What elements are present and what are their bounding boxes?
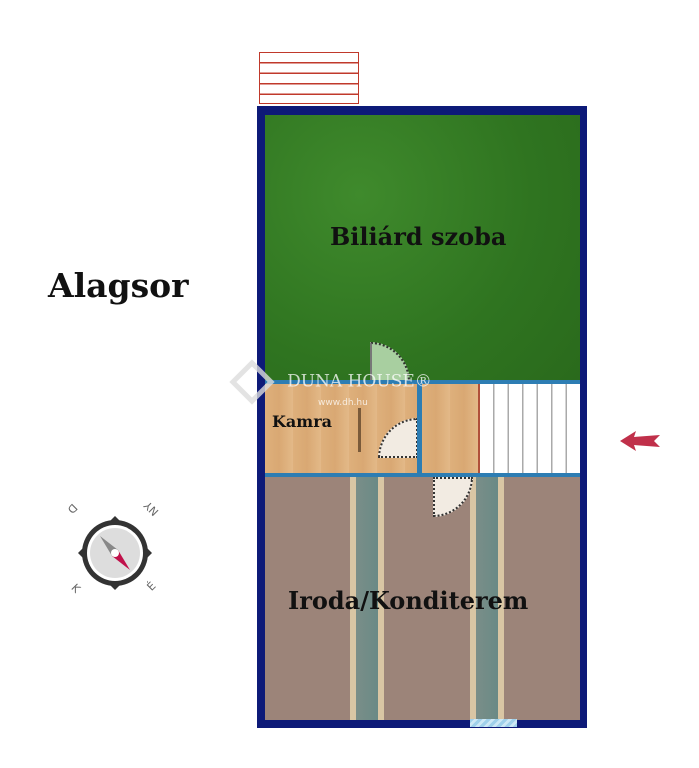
- wall-divider: [265, 473, 580, 477]
- floor-title: Alagsor: [48, 266, 189, 305]
- entrance-arrow-icon: [620, 431, 660, 451]
- floor-strip: [470, 477, 504, 720]
- wall-divider: [417, 384, 422, 473]
- office-room: [265, 477, 580, 720]
- wall-divider: [265, 380, 580, 384]
- watermark-url: www.dh.hu: [318, 398, 368, 408]
- pantry-door-frame: [358, 408, 361, 452]
- compass: D NY É K: [65, 499, 162, 598]
- watermark-brand: DUNA HOUSE®: [287, 371, 432, 392]
- window: [470, 719, 517, 727]
- watermark-logo-icon: [229, 359, 275, 405]
- interior-stairs: [478, 384, 580, 473]
- billiard-room: [265, 115, 580, 380]
- watermark: DUNA HOUSE® www.dh.hu: [229, 359, 432, 408]
- compass-icon: [78, 516, 152, 590]
- floor-strip: [350, 477, 384, 720]
- room-label-office: Iroda/Konditerem: [288, 586, 529, 615]
- small-room: [422, 384, 478, 473]
- room-label-pantry: Kamra: [272, 412, 332, 431]
- room-label-billiard: Biliárd szoba: [330, 222, 507, 251]
- exterior-stairs: [259, 52, 359, 104]
